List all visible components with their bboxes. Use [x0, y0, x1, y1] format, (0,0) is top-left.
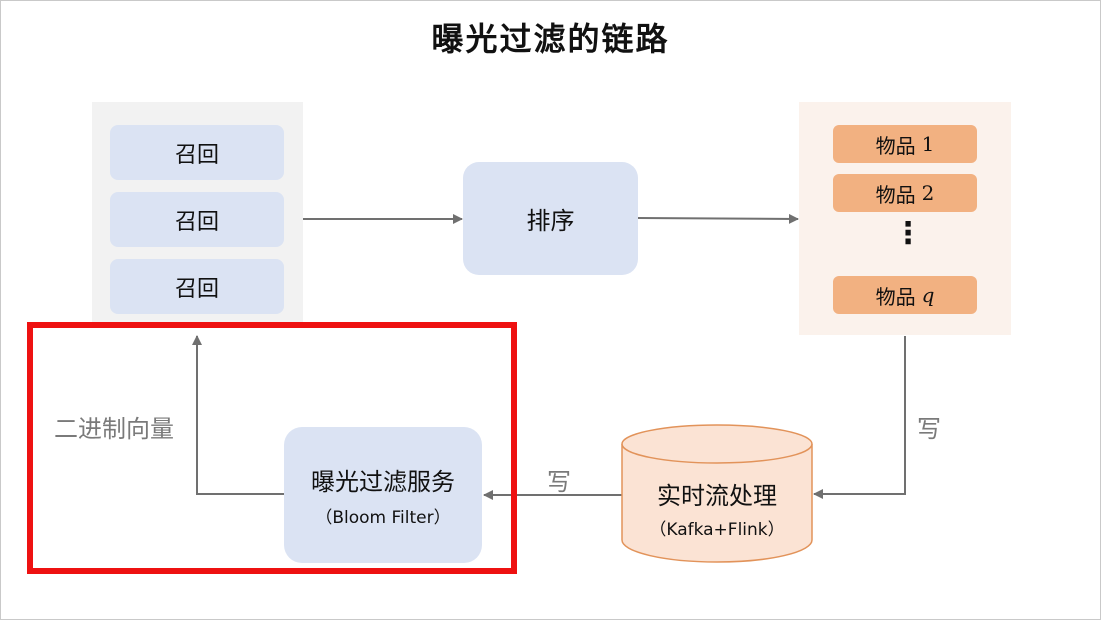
- arrow-items-to-stream: [813, 336, 906, 499]
- diagram-title: 曝光过滤的链路: [431, 20, 670, 58]
- item-box-q: 物品 q: [833, 276, 977, 314]
- stream-processing-label: 实时流处理 （Kafka+Flink）: [622, 476, 812, 540]
- exposure-filter-box: 曝光过滤服务 （Bloom Filter）: [284, 427, 482, 563]
- write-label-middle: 写: [547, 468, 571, 496]
- item-label: 物品: [875, 133, 916, 158]
- stream-subtitle: （Kafka+Flink）: [649, 520, 785, 540]
- item-box-2: 物品 2: [833, 174, 977, 212]
- item-index: 1: [921, 132, 935, 156]
- filter-title: 曝光过滤服务: [311, 468, 455, 496]
- item-index: q: [921, 283, 935, 307]
- arrow-filter-to-recall: [192, 335, 284, 495]
- filter-subtitle: （Bloom Filter）: [315, 508, 451, 528]
- recall-box-1: 召回: [110, 125, 284, 180]
- stream-title: 实时流处理: [657, 482, 777, 510]
- item-box-1: 物品 1: [833, 125, 977, 163]
- arrow-ranking-to-items: [637, 213, 799, 224]
- ranking-box: 排序: [463, 162, 638, 275]
- database-cylinder: [621, 424, 813, 563]
- item-label: 物品: [875, 182, 916, 207]
- item-index: 2: [921, 181, 935, 205]
- recall-box-2: 召回: [110, 192, 284, 247]
- recall-box-3: 召回: [110, 259, 284, 314]
- write-label-right: 写: [917, 415, 941, 443]
- highlight-box: [27, 322, 517, 574]
- binary-vector-label: 二进制向量: [54, 415, 174, 443]
- item-label: 物品: [875, 284, 916, 309]
